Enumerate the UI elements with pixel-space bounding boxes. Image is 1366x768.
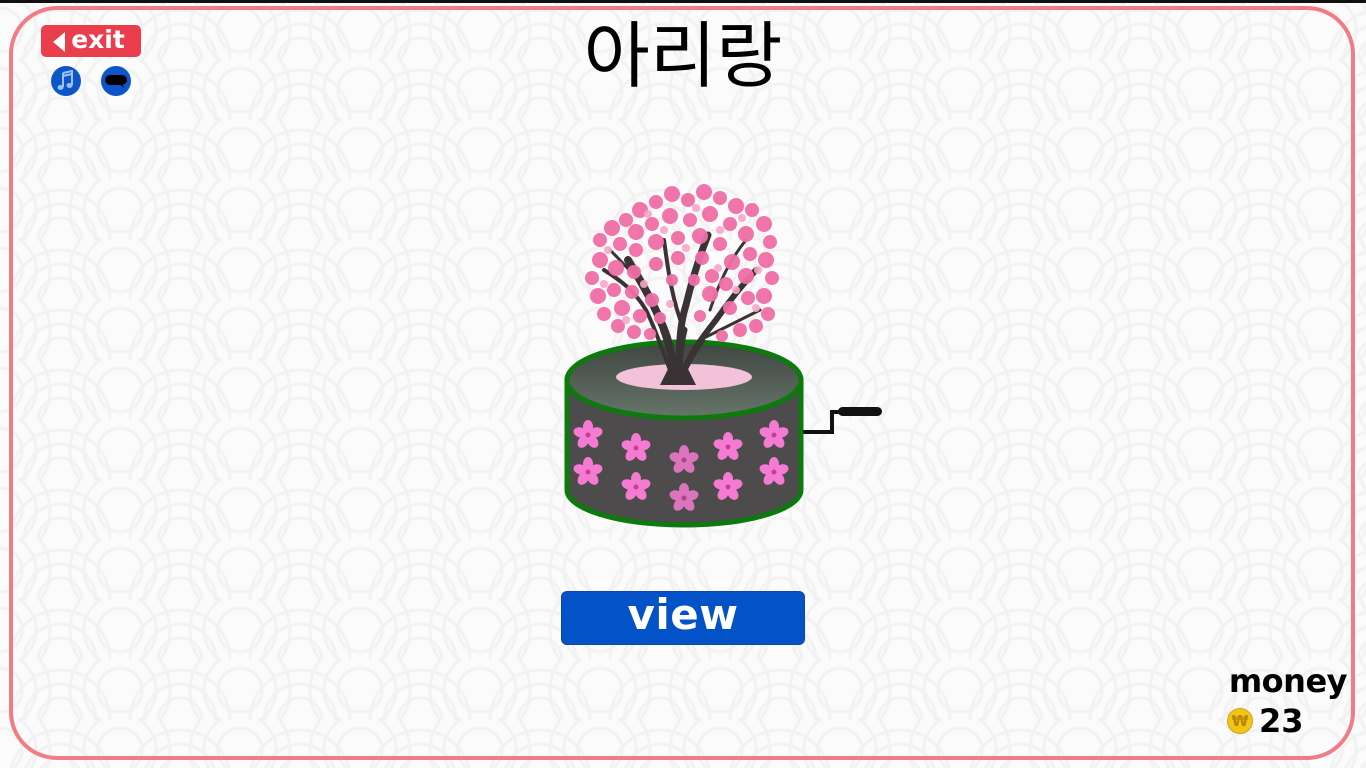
cherry-blossom-music-box-illustration [564, 184, 882, 528]
view-button[interactable]: view [561, 589, 805, 645]
money-label: money [1228, 662, 1348, 700]
music-toggle-button[interactable] [51, 66, 81, 96]
won-coin-icon: ₩ [1227, 708, 1253, 734]
money-amount: 23 [1259, 702, 1304, 740]
view-label: view [627, 589, 739, 639]
song-title: 아리랑 [583, 14, 783, 98]
game-frame-border [9, 6, 1355, 760]
speech-bubble-icon [105, 75, 127, 88]
money-display: ₩ 23 [1227, 702, 1304, 740]
exit-label: exit [71, 24, 125, 54]
exit-button[interactable]: exit [41, 25, 141, 57]
back-arrow-icon [53, 31, 66, 52]
top-strip [0, 0, 1366, 3]
music-box-image [560, 180, 900, 540]
music-note-icon [57, 70, 73, 90]
chat-toggle-button[interactable] [101, 66, 131, 96]
